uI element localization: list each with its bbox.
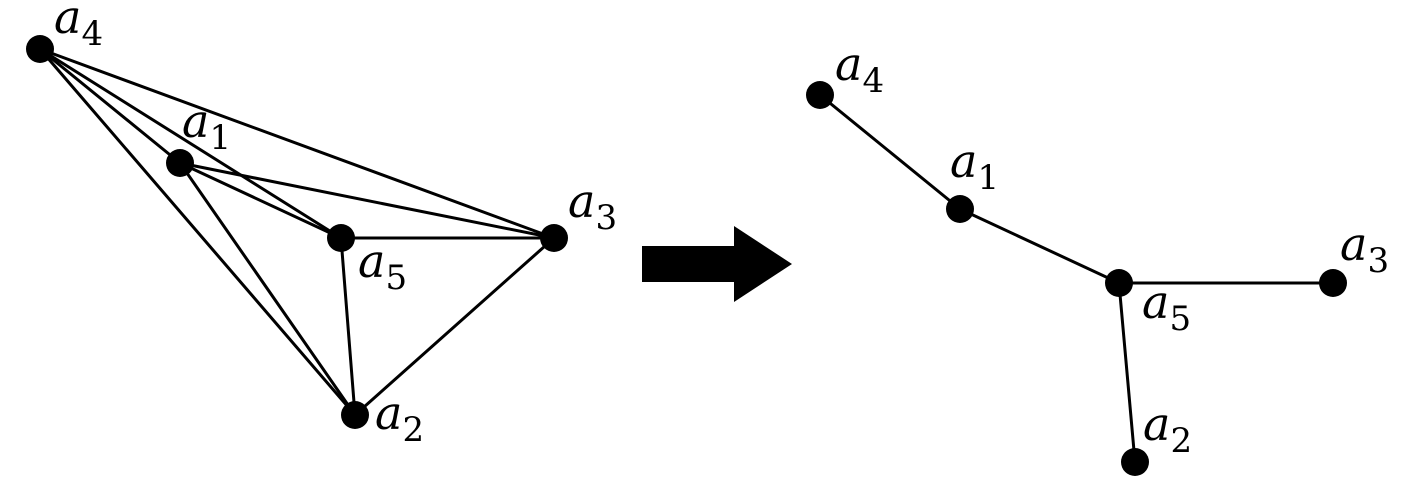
tree-label-a2: a2: [1143, 397, 1192, 461]
tree-label-letter-a5: a: [1142, 275, 1169, 329]
complete-edge-a1-a3: [178, 161, 556, 240]
complete-label-index-a2: 2: [402, 410, 424, 450]
complete-label-index-a4: 4: [81, 14, 103, 54]
complete-node-a3: [540, 224, 568, 252]
tree-label-letter-a3: a: [1340, 217, 1367, 271]
tree-label-a3: a3: [1340, 217, 1389, 281]
tree-label-letter-a2: a: [1143, 397, 1170, 451]
tree-label-index-a2: 2: [1170, 421, 1192, 461]
complete-edge-a1-a5: [178, 161, 343, 240]
complete-node-a4: [26, 35, 54, 63]
tree-edge-a1-a5: [958, 207, 1121, 285]
complete-label-index-a5: 5: [385, 258, 407, 298]
complete-label-a5: a5: [358, 234, 407, 298]
tree-node-a3: [1319, 269, 1347, 297]
complete-label-letter-a1: a: [182, 94, 209, 148]
complete-label-a4: a4: [54, 0, 103, 54]
complete-label-letter-a2: a: [375, 386, 402, 440]
complete-edge-a4-a1: [38, 47, 182, 165]
complete-node-a2: [341, 401, 369, 429]
tree-node-a4: [806, 81, 834, 109]
complete-edge-a4-a3: [38, 47, 556, 240]
complete-label-letter-a4: a: [54, 0, 81, 44]
complete-edge-a4-a5: [38, 47, 343, 240]
tree-node-a5: [1105, 269, 1133, 297]
complete-edge-a4-a2: [38, 47, 357, 417]
tree-label-a1: a1: [950, 134, 999, 198]
complete-label-letter-a5: a: [358, 234, 385, 288]
tree-node-a1: [946, 195, 974, 223]
tree-node-a2: [1121, 448, 1149, 476]
complete-label-letter-a3: a: [568, 174, 595, 228]
complete-edge-a1-a2: [178, 161, 357, 417]
spanning-tree-edges: [818, 93, 1335, 464]
complete-label-a2: a2: [375, 386, 424, 450]
tree-label-index-a4: 4: [862, 61, 884, 101]
tree-label-letter-a1: a: [950, 134, 977, 188]
tree-label-index-a5: 5: [1169, 299, 1191, 339]
complete-edge-a5-a2: [339, 236, 357, 417]
complete-graph-edges: [38, 47, 556, 417]
spanning-tree-nodes: [806, 81, 1347, 476]
complete-node-a5: [327, 224, 355, 252]
tree-label-index-a3: 3: [1367, 241, 1389, 281]
tree-edge-a5-a2: [1117, 281, 1137, 464]
tree-label-a5: a5: [1142, 275, 1191, 339]
right-arrow-icon: [642, 226, 792, 302]
complete-graph-nodes: [26, 35, 568, 429]
complete-edge-a3-a2: [353, 236, 556, 417]
complete-label-index-a1: 1: [209, 118, 231, 158]
complete-label-index-a3: 3: [595, 198, 617, 238]
tree-label-index-a1: 1: [977, 158, 999, 198]
tree-label-a4: a4: [835, 37, 884, 101]
tree-label-letter-a4: a: [835, 37, 862, 91]
complete-label-a3: a3: [568, 174, 617, 238]
tree-edge-a4-a1: [818, 93, 962, 211]
complete-node-a1: [166, 149, 194, 177]
complete-label-a1: a1: [182, 94, 231, 158]
